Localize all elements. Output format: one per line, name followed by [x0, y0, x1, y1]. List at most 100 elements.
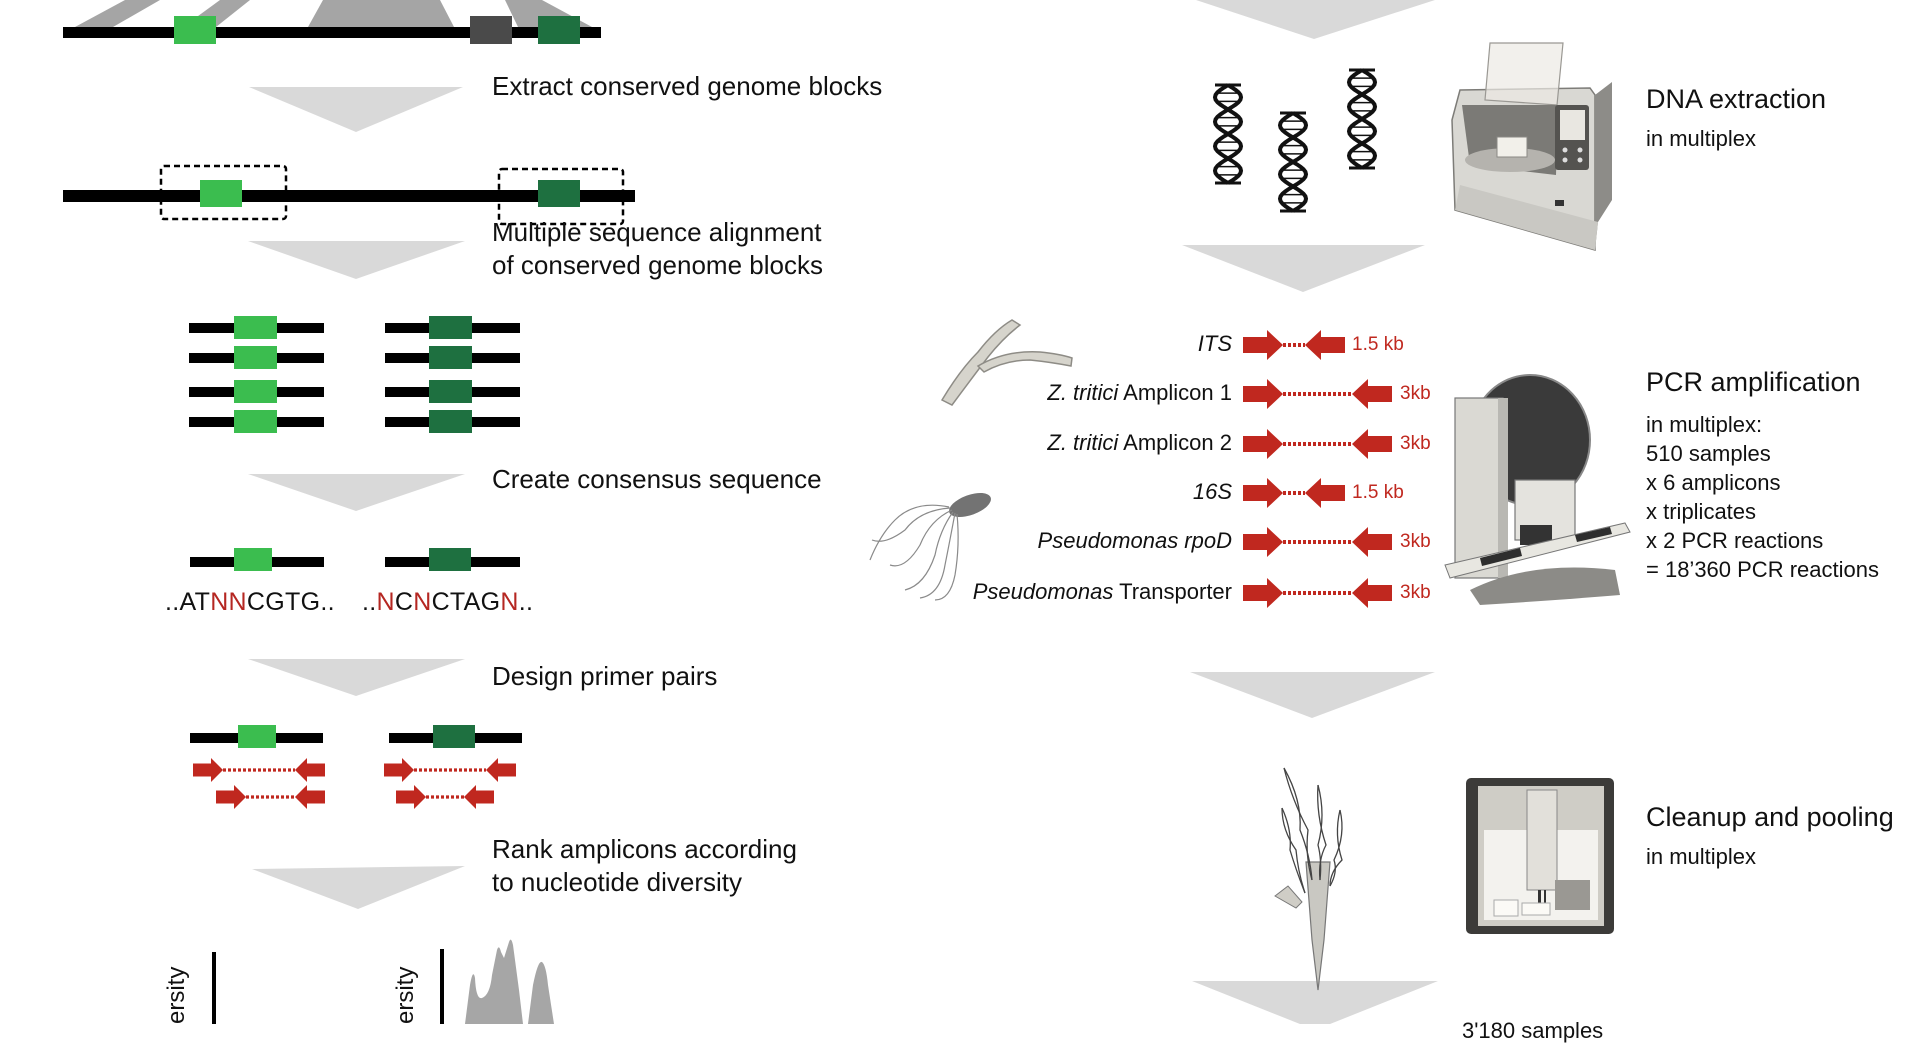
step-label-rank: Rank amplicons according to nucleotide d…	[492, 833, 797, 899]
amplicon-primer-pair	[1243, 429, 1392, 459]
amplicon-primer-pair	[1243, 478, 1345, 508]
forward-primer-arrow	[384, 758, 414, 782]
dna-extraction-title: DNA extraction	[1646, 84, 1827, 114]
flow-arrow	[248, 659, 465, 696]
pcr-detail-line: x 6 amplicons	[1646, 470, 1781, 495]
diversity-axis	[212, 952, 216, 1024]
diversity-axis	[440, 949, 444, 1024]
sequence-bases: ..	[518, 588, 534, 616]
conserved-block-light	[234, 410, 277, 433]
sequence-bases: ..	[362, 588, 377, 616]
step-label-msa: Multiple sequence alignment of conserved…	[492, 216, 823, 282]
dna-helix-icon	[1346, 68, 1378, 170]
flow-arrow	[252, 866, 465, 909]
cleanup-subtitle: in multiplex	[1646, 844, 1757, 869]
amplicon-name-plain: Amplicon 1	[1118, 380, 1232, 405]
bacterium-icon	[869, 492, 991, 601]
reverse-primer-arrow	[1352, 527, 1392, 557]
amplicon-primers	[1243, 330, 1392, 608]
sequence-bases: ..AT	[165, 588, 211, 616]
step-label-consensus: Create consensus sequence	[492, 464, 822, 494]
pcr-detail-line: in multiplex:	[1646, 412, 1763, 437]
next-step-partial-text: 3'180 samples	[1462, 1018, 1604, 1043]
selection-box	[159, 164, 288, 221]
amplicon-primer-pair	[1243, 527, 1392, 557]
reverse-primer-arrow	[295, 758, 325, 782]
conserved-block-dark	[429, 548, 471, 571]
consensus-blocks	[190, 548, 520, 571]
amplicon-primer-pair	[1243, 379, 1392, 409]
pcr-detail-line: = 18’360 PCR reactions	[1646, 557, 1879, 582]
tube-with-dna-icon	[1274, 767, 1343, 991]
sequence-bases: C	[394, 588, 414, 616]
primer-pair	[396, 785, 494, 809]
synteny-band	[308, 0, 454, 27]
dna-helix-icon	[1277, 111, 1309, 213]
pcr-details: in multiplex: 510 samples x 6 amplicons …	[1646, 410, 1879, 584]
conserved-block-light	[234, 380, 277, 403]
flow-arrow	[1190, 672, 1435, 718]
reverse-primer-arrow	[295, 785, 325, 809]
diversity-profile	[465, 939, 554, 1024]
reverse-primer-arrow	[1352, 429, 1392, 459]
step-label-msa-line1: Multiple sequence alignment	[492, 217, 822, 247]
primer-pair	[216, 785, 325, 809]
amplicon-size: 1.5 kb	[1352, 482, 1404, 503]
step-label-rank-line1: Rank amplicons according	[492, 834, 797, 864]
forward-primer-arrow	[1243, 578, 1283, 608]
forward-primer-arrow	[1243, 527, 1283, 557]
conserved-block-dark	[429, 410, 472, 433]
conserved-block-dark	[538, 180, 580, 207]
conserved-block-light	[234, 316, 277, 339]
sequence-bases: CGTG..	[246, 588, 335, 616]
sequence-bases: CTAG	[431, 588, 501, 616]
synteny-band	[75, 0, 160, 27]
conserved-block-light	[234, 548, 272, 571]
amplicon-name-plain: Amplicon 2	[1118, 430, 1232, 455]
forward-primer-arrow	[216, 785, 246, 809]
flow-arrow	[1182, 245, 1425, 292]
forward-primer-arrow	[1243, 330, 1283, 360]
amplicon-name-plain: Transporter	[1113, 579, 1232, 604]
genome-line	[63, 27, 601, 38]
amplicon-name-italic: ITS	[1197, 331, 1232, 356]
conserved-block-light	[238, 725, 276, 748]
pcr-detail-line: x triplicates	[1646, 499, 1757, 524]
amplicon-size: 3kb	[1400, 582, 1431, 603]
step-label-msa-line2: of conserved genome blocks	[492, 250, 823, 280]
reverse-primer-arrow	[1305, 478, 1345, 508]
liquid-handler-icon	[1466, 778, 1614, 934]
reverse-primer-arrow	[1352, 379, 1392, 409]
genome-synteny	[63, 0, 601, 44]
step-label-rank-line2: to nucleotide diversity	[492, 867, 743, 897]
extraction-robot-icon	[1451, 42, 1612, 251]
conserved-block-light	[200, 180, 242, 207]
forward-primer-arrow	[396, 785, 426, 809]
selection-box	[497, 167, 625, 226]
primer-design	[190, 725, 522, 809]
conserved-block-dark	[538, 16, 580, 44]
amplicon-size: 3kb	[1400, 383, 1431, 404]
diversity-axis-label: ersity	[163, 966, 190, 1024]
flow-arrow	[248, 241, 465, 279]
dna-helix-icon	[1212, 83, 1244, 185]
amplicon-primer-pair	[1243, 330, 1345, 360]
consensus-sequence-2: ..NCNCTAGN..	[362, 590, 533, 615]
primer-pair	[384, 758, 516, 782]
workflow-diagram	[63, 0, 1631, 1024]
amplicon-name-italic: Z. tritici	[1047, 380, 1119, 405]
forward-primer-arrow	[1243, 379, 1283, 409]
conserved-block-dark	[433, 725, 475, 748]
amplicon-name-italic: 16S	[1192, 479, 1232, 504]
forward-primer-arrow	[1243, 478, 1283, 508]
conserved-block-light	[234, 346, 277, 369]
consensus-sequence-1: ..ATNNCGTG..	[165, 590, 335, 615]
primer-pair	[193, 758, 325, 782]
cleanup-title: Cleanup and pooling	[1646, 802, 1894, 832]
amplicon-name: Z. tritici Amplicon 2	[732, 432, 1232, 454]
amplicon-name: 16S	[732, 481, 1232, 503]
pcr-detail-line: 510 samples	[1646, 441, 1771, 466]
conserved-block-dark	[429, 380, 472, 403]
flow-arrow	[249, 87, 463, 132]
genome-block-gray	[470, 16, 512, 44]
